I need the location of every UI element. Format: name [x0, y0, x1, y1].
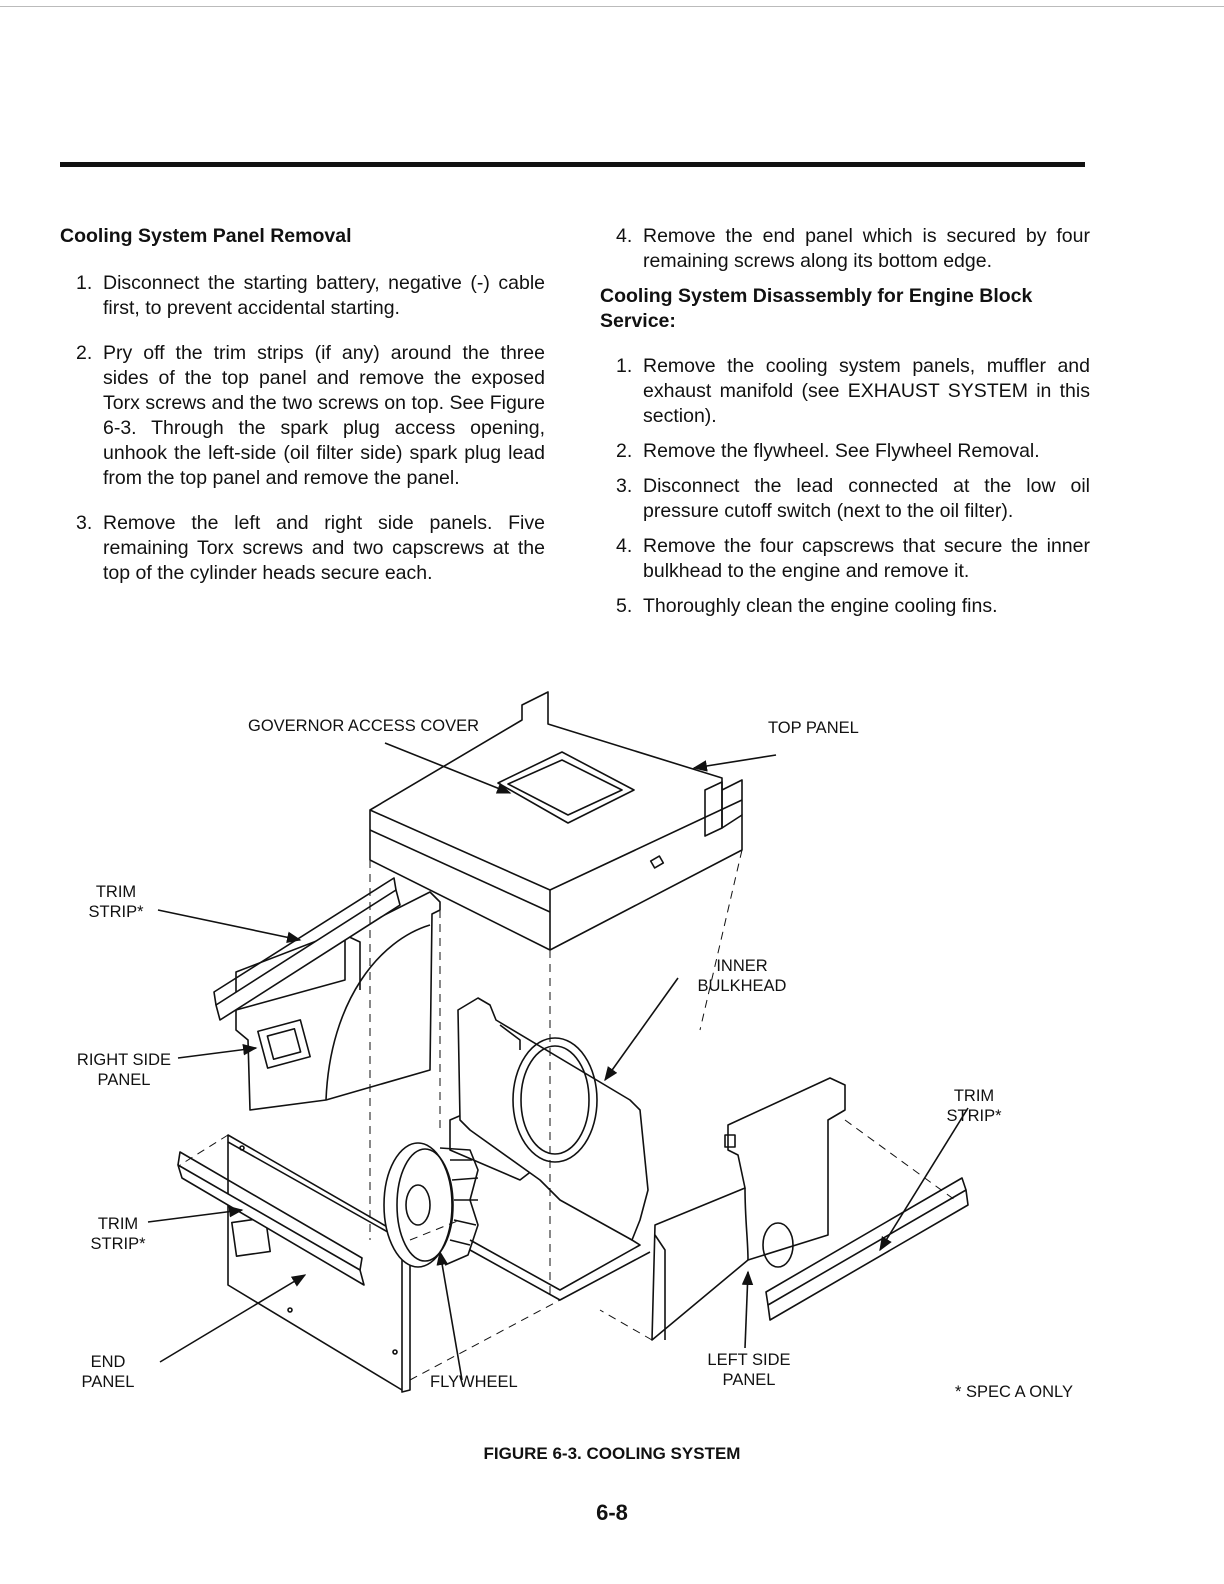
- step-text: Disconnect the lead connected at the low…: [643, 475, 1090, 522]
- step-number: 4.: [616, 225, 633, 247]
- step-number: 2.: [76, 342, 93, 364]
- step-text: Pry off the trim strips (if any) around …: [103, 342, 545, 489]
- flywheel-shape: [383, 1142, 479, 1268]
- leader-lines: [147, 742, 969, 1381]
- step-number: 1.: [616, 355, 633, 377]
- step-number: 2.: [616, 440, 633, 462]
- step-number: 3.: [616, 475, 633, 497]
- trim-strip-upper-shape: [213, 877, 401, 1021]
- step-number: 1.: [76, 272, 93, 294]
- step-number: 5.: [616, 595, 633, 617]
- step-item: 1. Disconnect the starting battery, negat…: [60, 271, 545, 321]
- alignment-dashes: [179, 849, 956, 1381]
- exploded-view-drawing: [147, 691, 969, 1393]
- label-trim-strip-lower: TRIM STRIP*: [90, 1215, 146, 1253]
- label-spec-note: * SPEC A ONLY: [955, 1383, 1073, 1401]
- step-item: 4. Remove the four capscrews that secure …: [600, 534, 1090, 584]
- trim-strip-right-shape: [765, 1177, 969, 1321]
- step-text: Remove the left and right side panels. F…: [103, 512, 545, 584]
- step-text: Remove the flywheel. See Flywheel Remova…: [643, 440, 1040, 462]
- trim-strip-lower-shape: [177, 1151, 365, 1286]
- step-item: 2. Pry off the trim strips (if any) aroun…: [60, 341, 545, 491]
- step-number: 4.: [616, 535, 633, 557]
- figure-caption: FIGURE 6-3. COOLING SYSTEM: [483, 1444, 741, 1463]
- page-number: 6-8: [596, 1500, 628, 1525]
- step-item: 1. Remove the cooling system panels, muff…: [600, 354, 1090, 429]
- label-trim-strip-right: TRIM STRIP*: [946, 1087, 1002, 1125]
- disassembly-steps: 1. Remove the cooling system panels, muff…: [600, 354, 1090, 619]
- scan-top-edge: [0, 6, 1224, 7]
- step-item: 3. Remove the left and right side panels.…: [60, 511, 545, 586]
- section-heading-disassembly: Cooling System Disassembly for Engine Bl…: [600, 285, 1033, 332]
- step-item: 3. Disconnect the lead connected at the l…: [600, 474, 1090, 524]
- step-number: 3.: [76, 512, 93, 534]
- step-item: 5. Thoroughly clean the engine cooling fi…: [600, 594, 1090, 619]
- left-column: Cooling System Panel Removal 1. Disconnec…: [60, 224, 545, 606]
- step-text: Remove the four capscrews that secure th…: [643, 535, 1090, 582]
- label-end-panel: END PANEL: [81, 1353, 135, 1391]
- left-side-panel-shape: [651, 1077, 846, 1341]
- panel-removal-steps-continued: 4. Remove the end panel which is secured …: [600, 224, 1090, 274]
- panel-removal-steps: 1. Disconnect the starting battery, negat…: [60, 271, 545, 586]
- label-left-side-panel: LEFT SIDE PANEL: [707, 1351, 791, 1389]
- header-rule: [60, 162, 1085, 167]
- label-flywheel: FLYWHEEL: [430, 1373, 518, 1391]
- label-right-side-panel: RIGHT SIDE PANEL: [76, 1051, 172, 1089]
- step-text: Remove the end panel which is secured by…: [643, 225, 1090, 272]
- right-side-panel-shape: [235, 891, 441, 1111]
- cooling-system-figure: GOVERNOR ACCESS COVER TOP PANEL TRIM STR…: [0, 680, 1224, 1420]
- label-governor-access-cover: GOVERNOR ACCESS COVER: [248, 717, 480, 735]
- label-inner-bulkhead: INNER BULKHEAD: [697, 957, 787, 995]
- section-heading-panel-removal: Cooling System Panel Removal: [60, 225, 352, 247]
- top-panel-shape: [369, 691, 743, 951]
- step-item: 2. Remove the flywheel. See Flywheel Remo…: [600, 439, 1090, 464]
- right-column: 4. Remove the end panel which is secured …: [600, 224, 1090, 629]
- step-text: Remove the cooling system panels, muffle…: [643, 355, 1090, 427]
- step-text: Thoroughly clean the engine cooling fins…: [643, 595, 998, 617]
- inner-bulkhead-shape: [457, 997, 649, 1241]
- label-trim-strip-upper: TRIM STRIP*: [88, 883, 144, 921]
- end-panel-shape: [227, 1134, 411, 1393]
- step-text: Disconnect the starting battery, negativ…: [103, 272, 545, 319]
- label-top-panel: TOP PANEL: [768, 719, 859, 737]
- step-item: 4. Remove the end panel which is secured …: [600, 224, 1090, 274]
